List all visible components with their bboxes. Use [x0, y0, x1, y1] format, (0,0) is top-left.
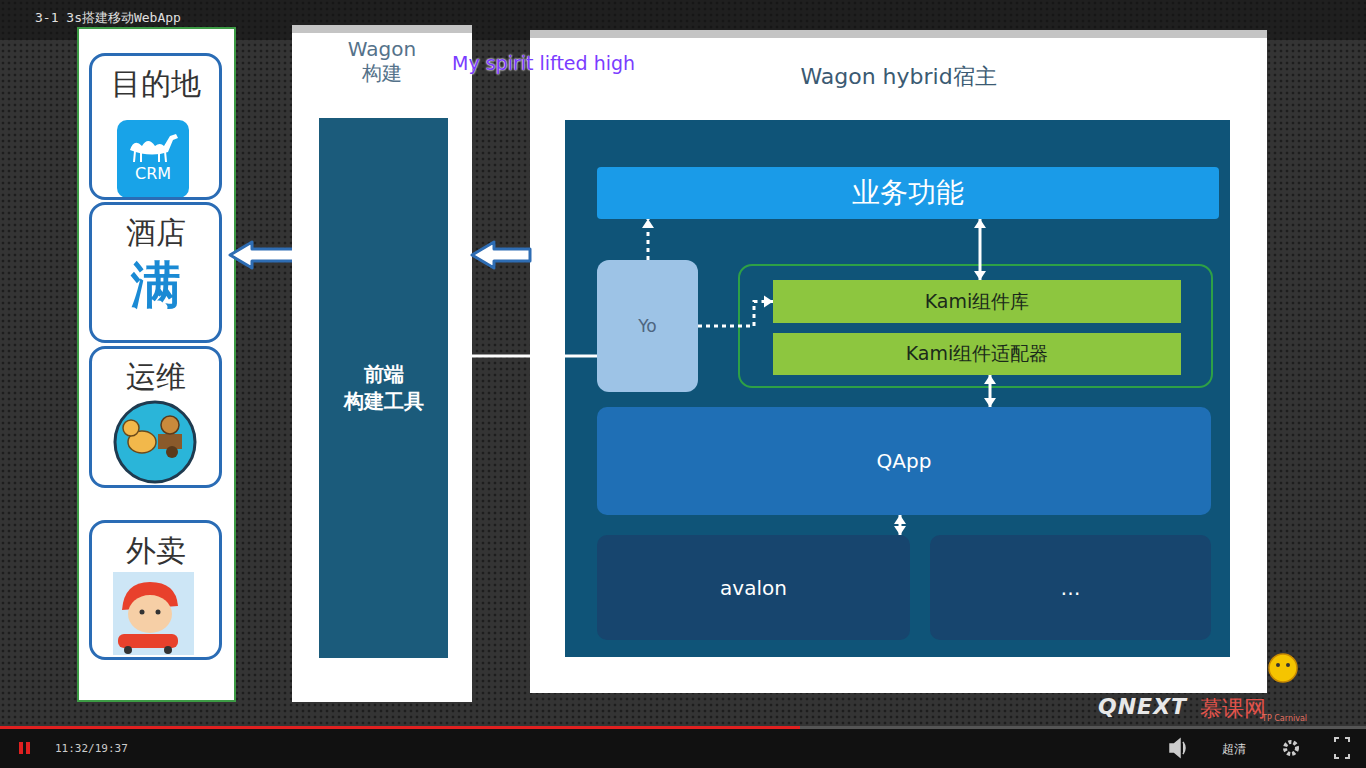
- delivery-face: [128, 595, 172, 633]
- node-text: 目的地: [111, 66, 201, 102]
- volume-icon: [1170, 739, 1185, 757]
- node-text: 前端 构建工具: [334, 361, 434, 415]
- icon-text: CRM: [117, 164, 189, 183]
- icon-glyph: 满: [89, 258, 222, 313]
- connector-line: [698, 302, 773, 327]
- delivery-helmet: [122, 582, 178, 610]
- destination-box: 运维: [89, 346, 222, 488]
- watermark: QNEXT: [1098, 694, 1187, 719]
- quality-label: 超清: [1222, 741, 1246, 758]
- camel-leg: [158, 153, 160, 162]
- host-panel: Wagon hybrid宿主业务功能 Yo Kami组件库 Kami组件适配器 QApp…: [530, 30, 1267, 693]
- subtitle: My spirit lifted high: [452, 52, 635, 74]
- connector-line: [448, 355, 597, 358]
- yo-box: Yo: [597, 260, 698, 392]
- node-text: Wagon 构建: [332, 37, 432, 85]
- video-title: 3-1 3s搭建移动WebApp: [35, 9, 181, 27]
- arrowhead: [974, 219, 986, 228]
- player-icons: [0, 728, 1366, 768]
- hollow-arrow: [230, 242, 295, 268]
- build-tool-bar: 前端 构建工具: [319, 118, 448, 658]
- pause-bar: [19, 742, 23, 754]
- delivery-scooter: [118, 634, 178, 648]
- hollow-arrow: [472, 242, 530, 268]
- mascot-eye: [1276, 663, 1280, 667]
- node-text: 运维: [126, 359, 186, 395]
- ops-camel-head: [123, 420, 139, 436]
- scooter-wheel: [124, 646, 132, 654]
- node-text: Wagon hybrid宿主: [800, 64, 996, 90]
- watermark: 慕课网: [1200, 694, 1266, 724]
- camel-body: [130, 134, 178, 155]
- connector: [894, 515, 906, 535]
- node-text: …: [1061, 576, 1081, 600]
- pause-bar: [26, 742, 30, 754]
- delivery-icon: [113, 572, 194, 655]
- framework-bar: QApp: [597, 407, 1211, 515]
- build-panel: Wagon 构建前端 构建工具: [292, 25, 472, 702]
- arrowhead: [984, 375, 996, 384]
- connector-line: [899, 515, 902, 535]
- connector: [984, 375, 996, 407]
- connector: [472, 242, 530, 268]
- settings-icon: [1285, 742, 1297, 754]
- library-box: avalon: [597, 535, 910, 640]
- connector: [974, 219, 986, 280]
- arrowhead: [894, 515, 906, 524]
- scooter-wheel: [164, 646, 172, 654]
- connector: [698, 296, 773, 327]
- arrowhead: [764, 296, 773, 308]
- ops-camel: [128, 431, 156, 453]
- node-text: 外卖: [126, 533, 186, 569]
- connector-line: [989, 375, 992, 407]
- ops-cart: [158, 434, 182, 449]
- camel-leg: [165, 151, 166, 162]
- node-text: Kami组件适配器: [906, 341, 1049, 367]
- arrowhead: [448, 350, 457, 362]
- library-box: …: [930, 535, 1211, 640]
- destination-box: 外卖: [89, 520, 222, 660]
- node-text: Kami组件库: [925, 289, 1030, 315]
- arrowhead: [984, 398, 996, 407]
- ops-wheel: [166, 446, 178, 458]
- connector-line: [647, 219, 650, 260]
- node-text: avalon: [720, 576, 787, 600]
- camel-leg: [140, 153, 142, 162]
- arrowhead: [642, 219, 654, 228]
- progress-played: [0, 726, 800, 729]
- arrowhead: [974, 271, 986, 280]
- mascot-eye: [1286, 663, 1290, 667]
- arrowhead: [894, 526, 906, 535]
- camel-leg: [134, 151, 135, 162]
- component-bar: Kami组件适配器: [773, 333, 1181, 375]
- connector: [642, 219, 654, 260]
- delivery-eye: [140, 610, 145, 615]
- component-bar: Kami组件库: [773, 280, 1181, 323]
- connector: [448, 350, 597, 362]
- player-bar: [0, 729, 1366, 768]
- ops-icon: [115, 402, 195, 482]
- mascot: [1269, 654, 1297, 682]
- delivery-eye: [156, 610, 161, 615]
- watermark: TP Carnival: [1262, 714, 1307, 723]
- connector-line: [979, 219, 982, 280]
- fullscreen-icon: [1335, 738, 1349, 758]
- playback-time: 11:32/19:37: [55, 742, 128, 755]
- node-text: Yo: [638, 316, 657, 336]
- node-text: QApp: [877, 449, 932, 473]
- crm-icon: [117, 120, 189, 198]
- business-bar: 业务功能: [597, 167, 1219, 219]
- node-text: 业务功能: [852, 174, 964, 212]
- ops-bag: [161, 416, 179, 434]
- node-text: 酒店: [126, 215, 186, 251]
